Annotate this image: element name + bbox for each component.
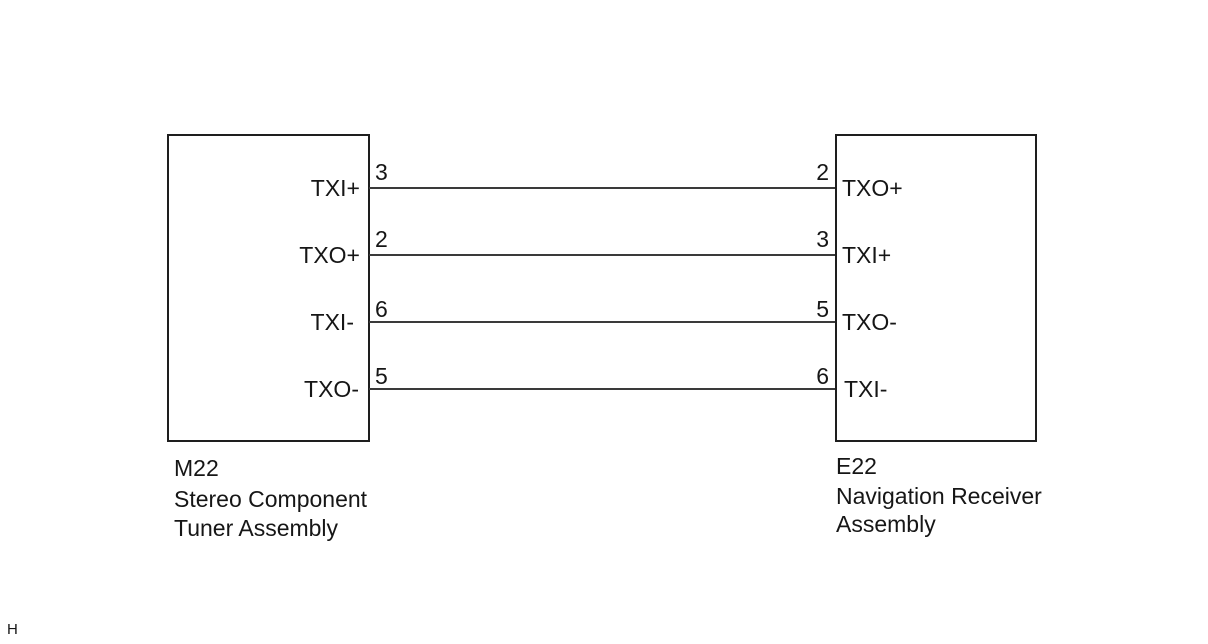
right-terminal-label: TXI+ bbox=[842, 242, 891, 268]
left-pin-number: 2 bbox=[375, 226, 388, 252]
left-terminal-label: TXO- bbox=[304, 376, 359, 402]
right-terminal-label: TXO- bbox=[842, 309, 897, 335]
left-pin-number: 3 bbox=[375, 159, 388, 185]
right-component: 2 3 5 6 TXO+ TXI+ TXO- TXI- E22 Navigati… bbox=[816, 134, 1042, 537]
left-terminal-label: TXI- bbox=[311, 309, 354, 335]
right-pin-number: 6 bbox=[816, 363, 829, 389]
left-component-name-line: Stereo Component bbox=[174, 486, 368, 512]
right-pin-number: 3 bbox=[816, 226, 829, 252]
left-component-name-line: Tuner Assembly bbox=[174, 515, 339, 541]
right-component-box bbox=[835, 134, 1037, 442]
right-terminal-label: TXO+ bbox=[842, 175, 903, 201]
left-component-code: M22 bbox=[174, 455, 219, 481]
left-terminal-label: TXI+ bbox=[311, 175, 360, 201]
left-component-box bbox=[167, 134, 370, 442]
right-component-name-line: Navigation Receiver bbox=[836, 483, 1042, 509]
right-component-code: E22 bbox=[836, 453, 877, 479]
right-component-name-line: Assembly bbox=[836, 511, 936, 537]
left-component: TXI+ TXO+ TXI- TXO- 3 2 6 5 M22 Stereo C… bbox=[167, 134, 388, 541]
right-terminal-label: TXI- bbox=[844, 376, 887, 402]
left-terminal-label: TXO+ bbox=[299, 242, 360, 268]
corner-mark: H bbox=[7, 621, 18, 638]
right-pin-number: 5 bbox=[816, 296, 829, 322]
left-pin-number: 5 bbox=[375, 363, 388, 389]
right-pin-number: 2 bbox=[816, 159, 829, 185]
left-pin-number: 6 bbox=[375, 296, 388, 322]
wire-group bbox=[369, 187, 837, 390]
